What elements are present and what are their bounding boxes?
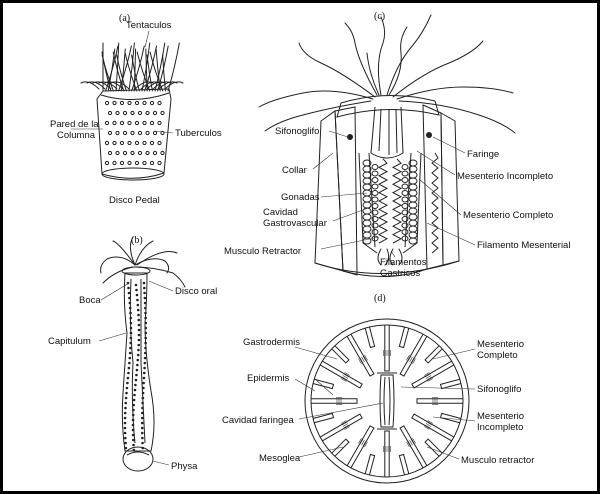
panel-c-column-inner-left [334, 106, 358, 276]
panel-c-column-right [440, 112, 460, 266]
leader-boca [100, 282, 130, 301]
label-physa: Physa [171, 461, 198, 472]
label-pared-1: Pared de la [50, 119, 99, 130]
panel-b-inner-line [129, 278, 136, 444]
label-sifonoglifo-c: Sifonoglifo [275, 126, 319, 137]
label-filamentos-1: Filamentos [380, 257, 427, 268]
panel-c-pharynx [370, 106, 404, 159]
panel-b-physa-line [126, 451, 150, 456]
leader-sifonoglifo-c [328, 130, 349, 138]
leader-gastrodermis [294, 346, 338, 360]
label-disco-oral: Disco oral [175, 286, 217, 297]
panel-d: (d) Gastrodermis Epidermis Cavidad farin… [222, 293, 534, 484]
panel-c-base [314, 260, 460, 275]
panel-d-outer-epidermis [304, 318, 470, 484]
panel-d-inner-ring [310, 324, 464, 478]
panel-b-oral-disc [121, 266, 151, 276]
label-tuberculos: Tuberculos [175, 128, 222, 139]
leader-epidermis-2 [314, 378, 334, 396]
panel-c-siphonoglyph-left [347, 134, 353, 140]
label-filamento-mesenterial: Filamento Mesenterial [477, 240, 570, 251]
panel-c-base-inner [342, 268, 428, 277]
label-gastrodermis: Gastrodermis [243, 337, 300, 348]
panel-c-letter: (c) [374, 11, 385, 22]
label-boca: Boca [79, 295, 101, 306]
label-mesenterio-incompleto: Mesenterio Incompleto [457, 171, 553, 182]
leader-musculo-retractor-d [426, 446, 460, 460]
leader-tuberculos [154, 130, 174, 134]
panel-a-pedal-disc [101, 167, 165, 181]
leader-collar [312, 152, 334, 170]
leader-mesoglea [298, 446, 344, 458]
panel-a-letter: (a) [119, 13, 130, 24]
label-epidermis: Epidermis [247, 373, 289, 384]
label-mesenterio-incompleto-d-2: Incompleto [477, 422, 523, 433]
leader-musculo [320, 236, 380, 250]
leader-epidermis [294, 378, 316, 392]
panel-c-gastric-filaments [377, 248, 403, 266]
label-mesenterio-completo-d-2: Completo [477, 350, 518, 361]
label-mesoglea: Mesoglea [259, 453, 301, 464]
panel-b-physa [122, 446, 154, 472]
panel-c-tentacles [258, 14, 516, 134]
panel-d-pharynx [379, 374, 395, 428]
panel-c-filament-right [391, 158, 403, 244]
label-faringe: Faringe [467, 149, 499, 160]
panel-b-letter: (b) [131, 235, 143, 246]
panel-c-filament-center [431, 152, 439, 254]
panel-a-tubercles [100, 92, 170, 166]
leader-cavidad [332, 206, 372, 222]
panel-b-dots [123, 281, 148, 452]
leader-tentaculos [144, 30, 150, 48]
label-mesenterio-completo-d-1: Mesenterio [477, 339, 524, 350]
label-musculo-retractor-d: Musculo retractor [461, 455, 534, 466]
panel-d-septa [311, 325, 463, 477]
label-gonadas: Gonadas [281, 192, 320, 203]
leader-mesenterio-inc [416, 150, 456, 176]
label-collar: Collar [282, 165, 307, 176]
label-cavidad-faringea: Cavidad faringea [222, 415, 295, 426]
leader-mesenterio-comp [418, 178, 462, 216]
panel-b-inner-line-2 [140, 279, 146, 444]
panel-d-letter: (d) [374, 293, 386, 304]
label-tentaculos: Tentaculos [126, 20, 172, 31]
label-disco-pedal: Disco Pedal [109, 195, 160, 206]
label-mesenterio-completo: Mesenterio Completo [463, 210, 553, 221]
label-cavidad-2: Gastrovascular [263, 218, 327, 229]
leader-physa [152, 460, 170, 466]
label-pared-2: Columna [57, 130, 96, 141]
leader-sifonoglifo-d [400, 386, 476, 390]
leader-capitulum [98, 332, 127, 342]
label-capitulum: Capitulum [48, 336, 91, 347]
leader-disco-oral [148, 280, 174, 292]
panel-a-tentacles [80, 42, 184, 92]
panel-a: (a) Tentaculos Pared de la Columna Tuber… [50, 13, 222, 206]
label-cavidad-1: Cavidad [263, 207, 298, 218]
label-sifonoglifo-d: Sifonoglifo [477, 384, 521, 395]
leader-filamento-mes [426, 222, 476, 246]
panel-c-filament-left [377, 158, 389, 244]
label-mesenterio-incompleto-d-1: Mesenterio [477, 411, 524, 422]
leader-mesenterio-incompleto-d [432, 416, 476, 422]
leader-mesenterio-completo-d [432, 348, 476, 360]
leader-filamentos [390, 250, 396, 258]
panel-c-siphonoglyph-right [426, 132, 432, 138]
label-filamentos-2: Gastricos [380, 268, 420, 279]
panel-b-tentacles [100, 236, 186, 288]
panel-c-gonads [362, 159, 418, 245]
leader-cavidad-faringea [298, 402, 384, 420]
sea-anemone-diagram: (a) Tentaculos Pared de la Columna Tuber… [48, 11, 570, 484]
panel-b: (b) Boca Disco oral Capitulum Physa [48, 235, 217, 472]
leader-gonadas [320, 192, 368, 198]
panel-c-oral-disc [336, 95, 440, 118]
leader-faringe [432, 136, 466, 154]
panel-c: (c) [224, 11, 570, 279]
label-musculo-retractor: Musculo Retractor [224, 246, 301, 257]
